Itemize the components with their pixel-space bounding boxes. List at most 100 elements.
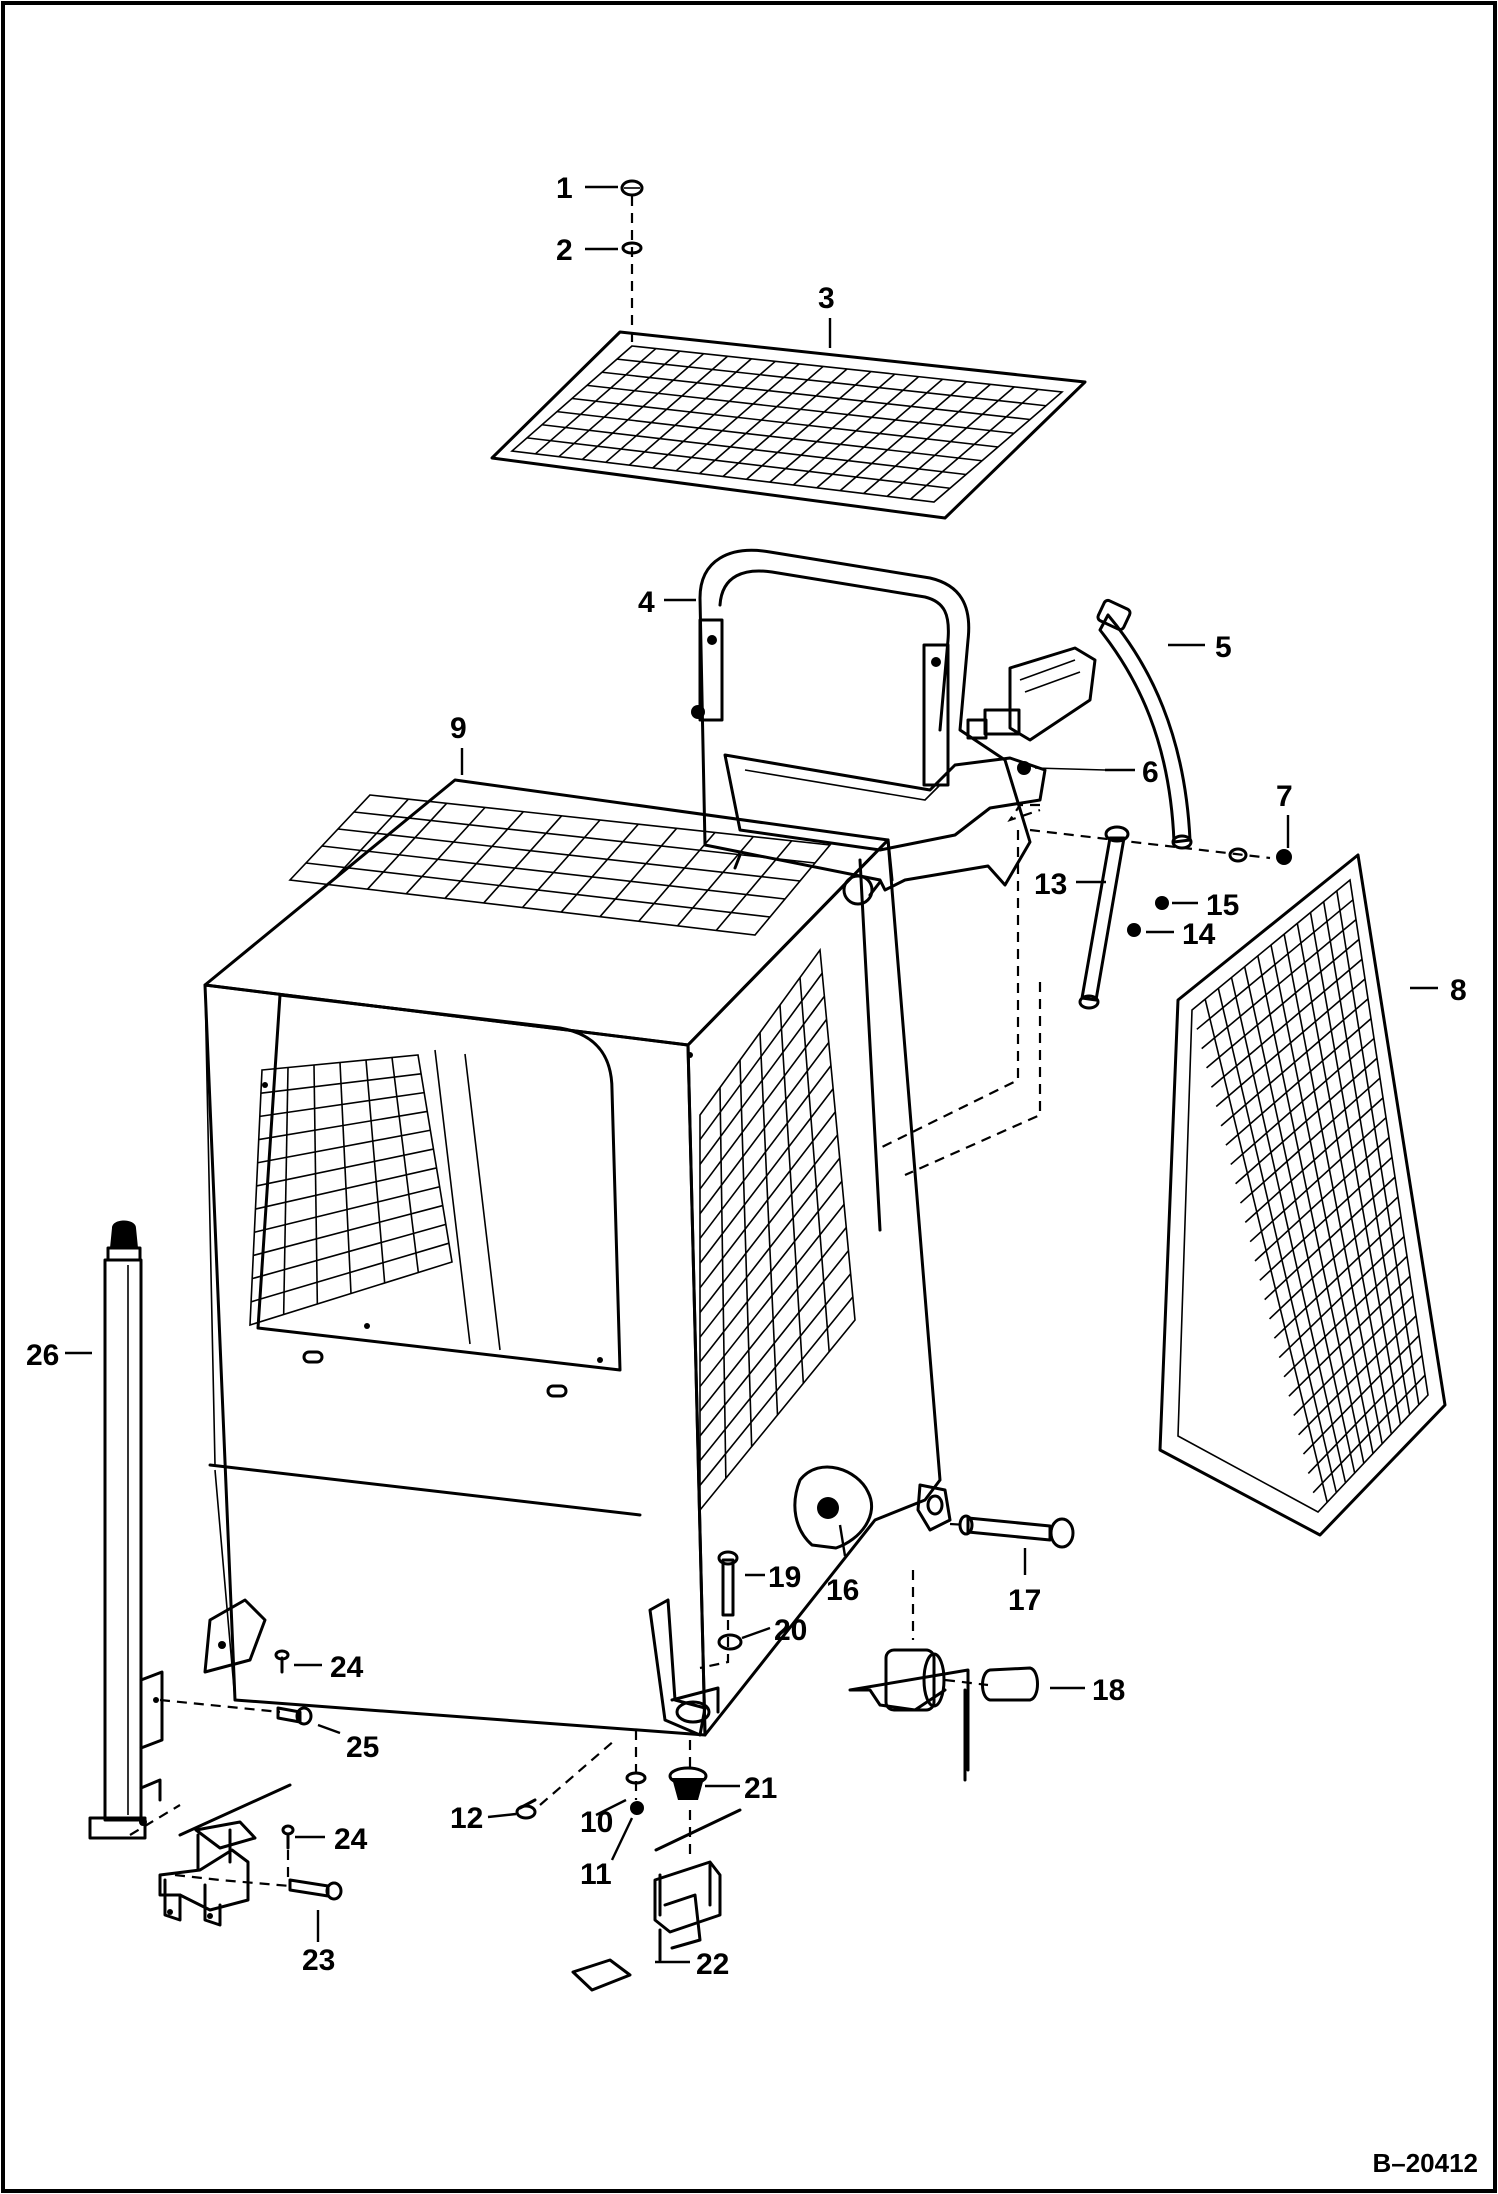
- mesh-line: [1270, 944, 1374, 1454]
- callout-6: 6: [1142, 756, 1159, 789]
- callout-24-upper: 24: [330, 1651, 364, 1684]
- mesh-line: [779, 1004, 805, 1384]
- callout-20: 20: [774, 1614, 807, 1647]
- mesh-line: [282, 1067, 289, 1315]
- top-screen-part-3: [490, 330, 1087, 520]
- mesh-line: [1217, 988, 1338, 1493]
- callout-4: 4: [638, 586, 655, 619]
- callout-18: 18: [1092, 1674, 1125, 1707]
- support-rod-part-13: [1078, 825, 1130, 1010]
- bolt-12-dashline: [539, 1739, 616, 1806]
- callout-23: 23: [302, 1944, 335, 1977]
- callout-5: 5: [1215, 631, 1232, 664]
- nut-part-11: [630, 1801, 644, 1815]
- mesh-line: [541, 423, 967, 476]
- mesh-line: [1283, 934, 1383, 1444]
- seat-part-4: [691, 548, 1097, 897]
- mount-part-18: [848, 1648, 1039, 1782]
- pin-25-dashline: [159, 1698, 281, 1714]
- mesh-line: [759, 1032, 779, 1416]
- mesh-line: [257, 1129, 431, 1164]
- mesh-line: [1204, 998, 1328, 1503]
- bushing-18-dashline: [944, 1678, 989, 1687]
- mesh-line: [253, 1204, 443, 1257]
- mesh-line: [719, 1087, 727, 1479]
- callout-10: 10: [580, 1806, 613, 1839]
- bolt-part-19: [717, 1550, 739, 1617]
- nut-part-1: [620, 179, 644, 197]
- callout-14: 14: [1182, 918, 1216, 951]
- bolt-part-17: [958, 1514, 1075, 1549]
- mesh-line: [366, 802, 448, 890]
- callout-1: 1: [556, 172, 573, 205]
- bolt-19-dashline: [699, 1620, 730, 1670]
- callout-9: 9: [450, 712, 467, 745]
- pin-part-24-lower: [281, 1824, 295, 1850]
- mesh-line: [599, 827, 678, 918]
- cab-frame-part-9: [203, 778, 952, 1737]
- mesh-line: [321, 845, 786, 900]
- mesh-line: [483, 815, 563, 904]
- bolt-17-dashline: [949, 1522, 969, 1527]
- bracket-dashline: [129, 1804, 181, 1836]
- mesh-line: [391, 1057, 420, 1273]
- pin-23-dashline: [174, 1873, 291, 1888]
- callout-2: 2: [556, 234, 573, 267]
- rod-mount-dashline: [1007, 803, 1041, 823]
- callout-17: 17: [1008, 1584, 1041, 1617]
- callout-19: 19: [768, 1561, 801, 1594]
- seat-bar-part-5: [1096, 598, 1193, 850]
- post-part-26: [88, 1220, 164, 1840]
- bolt-part-12: [515, 1798, 537, 1820]
- mesh-line: [313, 1064, 319, 1305]
- callout-13: 13: [1034, 868, 1067, 901]
- side-screen-part-8: [1158, 853, 1447, 1537]
- callout-8: 8: [1450, 974, 1467, 1007]
- callout-25: 25: [346, 1731, 379, 1764]
- mesh-line: [251, 1223, 447, 1280]
- mesh-line: [305, 862, 771, 918]
- mesh-line: [255, 1167, 437, 1210]
- mesh-line: [353, 811, 816, 864]
- callout-11: 11: [580, 1858, 612, 1891]
- mesh-line: [1243, 966, 1356, 1474]
- mesh-line: [339, 1062, 352, 1294]
- callout-3: 3: [818, 282, 835, 315]
- pin-part-23: [288, 1878, 343, 1901]
- callout-7: 7: [1276, 780, 1293, 813]
- callout-22: 22: [696, 1948, 729, 1981]
- mesh-line: [1230, 977, 1347, 1483]
- washer-part-20: [717, 1633, 743, 1651]
- mesh-line: [254, 1185, 440, 1234]
- washer-part-14: [1127, 923, 1141, 937]
- mesh-line: [256, 1148, 434, 1187]
- mesh-line: [444, 811, 524, 899]
- mesh-line: [1336, 890, 1420, 1405]
- mesh-line: [365, 1059, 386, 1284]
- callout-12: 12: [450, 1802, 483, 1835]
- mesh-line: [616, 358, 1047, 407]
- mesh-line: [258, 1110, 428, 1141]
- callout-21: 21: [744, 1772, 777, 1805]
- pin-part-25: [276, 1706, 313, 1726]
- mesh-line: [1296, 923, 1393, 1435]
- bracket-part-22: [571, 1808, 742, 1992]
- callout-26: 26: [26, 1339, 59, 1372]
- callout-16: 16: [826, 1574, 859, 1607]
- mesh-line: [715, 840, 793, 931]
- mesh-line: [571, 397, 999, 448]
- mesh-line: [799, 977, 830, 1352]
- mesh-line: [676, 836, 754, 927]
- mesh-line: [601, 371, 1031, 421]
- mesh-line: [1322, 901, 1411, 1415]
- document-number: B–20412: [1372, 2148, 1478, 2178]
- mesh-line: [586, 384, 1015, 435]
- pin-part-24-upper: [274, 1649, 290, 1674]
- mesh-line: [250, 1242, 450, 1303]
- mesh-line: [260, 1073, 422, 1094]
- bracket-lower-left: [158, 1783, 292, 1927]
- mesh-line: [556, 410, 983, 462]
- mesh-line: [521, 819, 601, 909]
